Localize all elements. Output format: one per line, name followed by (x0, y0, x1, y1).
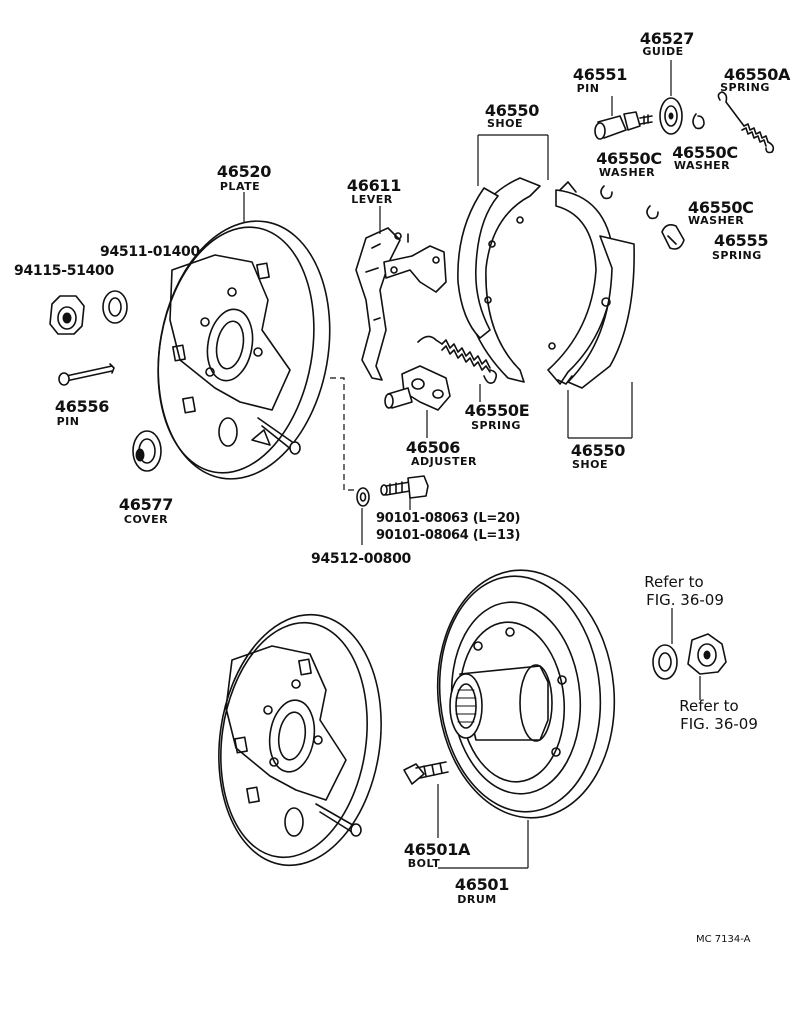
bolt-b-number: 90101-08064 (L=13) (376, 528, 521, 543)
ref1-line1: Refer to (644, 573, 704, 591)
shoe-top-number: 46550 (484, 101, 540, 120)
drum-number: 46501 (454, 875, 510, 894)
spring-e-number: 46550E (464, 401, 530, 420)
guide-number: 46527 (639, 29, 695, 48)
backing-plate-drawing (157, 220, 331, 480)
washer-c-right-drawing (646, 205, 659, 220)
shoe-bottom-number: 46550 (570, 441, 626, 460)
drum-name: DRUM (457, 893, 497, 906)
washer-c3-name: WASHER (688, 214, 745, 227)
plate-number: 46520 (216, 162, 272, 181)
adjuster-name: ADJUSTER (410, 455, 478, 468)
washer-c1-name: WASHER (598, 166, 656, 179)
pin-46556-drawing (58, 363, 115, 386)
lever-number: 46611 (346, 176, 402, 195)
washer-c2-number: 46550C (672, 143, 738, 162)
spring-e-name: SPRING (471, 419, 521, 432)
plate-washer-drawing (102, 290, 128, 324)
lever-drawing (355, 227, 447, 381)
spring-55-name: SPRING (712, 249, 762, 262)
washer-c-mid-drawing (600, 185, 613, 200)
cover-drawing (132, 430, 162, 472)
lock-washer-drawing (356, 487, 370, 507)
lever-name: LEVER (351, 193, 393, 206)
washer-c-top-drawing (692, 113, 705, 130)
washer-c2-name: WASHER (673, 159, 731, 172)
bolt-a-number: 90101-08063 (L=20) (376, 511, 521, 526)
nut-number: 94115-51400 (14, 263, 114, 279)
drum-bracket (438, 820, 529, 869)
ref1-line2: FIG. 36-09 (646, 591, 724, 609)
pin-46551-number: 46551 (572, 65, 628, 84)
spring-55-number: 46555 (714, 231, 769, 250)
washer-c3-number: 46550C (688, 198, 754, 217)
guide-name: GUIDE (642, 45, 684, 58)
bolt-drum-name: BOLT (407, 857, 441, 870)
ref2-line1: Refer to (679, 697, 739, 715)
shoe-top-bracket (477, 134, 549, 186)
pin-46551-name: PIN (576, 82, 600, 95)
backing-plate-lower-drawing (218, 613, 382, 867)
figure-code: MC 7134-A (696, 934, 751, 945)
pin-46556-name: PIN (56, 415, 80, 428)
shoe-bottom-bracket (567, 382, 633, 439)
lock-washer-number: 94512-00800 (311, 551, 411, 567)
dashed-leader (330, 377, 356, 491)
shoe-top-name: SHOE (487, 117, 523, 130)
cover-name: COVER (123, 513, 169, 526)
adjuster-drawing (384, 365, 451, 438)
drum-bolt-drawing (403, 761, 449, 838)
washer-c1-number: 46550C (596, 149, 662, 168)
cover-number: 46577 (118, 495, 174, 514)
brake-shoe-right-drawing (547, 181, 635, 389)
nut-drawing (49, 295, 85, 335)
shoe-bottom-name: SHOE (572, 458, 608, 471)
plate-name: PLATE (219, 180, 261, 193)
pin-46556-number: 46556 (54, 397, 110, 416)
bolt-drum-number: 46501A (403, 840, 471, 859)
spring-46555-drawing (661, 224, 685, 250)
washer-plate-number: 94511-01400 (100, 244, 200, 260)
brake-shoe-left-drawing (457, 177, 541, 383)
lever-bolt-drawing (380, 475, 429, 499)
ref2-line2: FIG. 36-09 (680, 715, 758, 733)
adjuster-number: 46506 (405, 438, 461, 457)
spring-a-name: SPRING (720, 81, 770, 94)
spring-a-number: 46550A (723, 65, 791, 84)
guide-drawing (659, 97, 683, 135)
pin-46551-drawing (594, 111, 653, 140)
drum-drawing (436, 569, 616, 819)
spring-46550a-drawing (717, 91, 775, 154)
hub-washer-drawing (652, 608, 678, 680)
hub-nut-drawing (687, 633, 727, 700)
spring-46550e-drawing (417, 335, 498, 384)
